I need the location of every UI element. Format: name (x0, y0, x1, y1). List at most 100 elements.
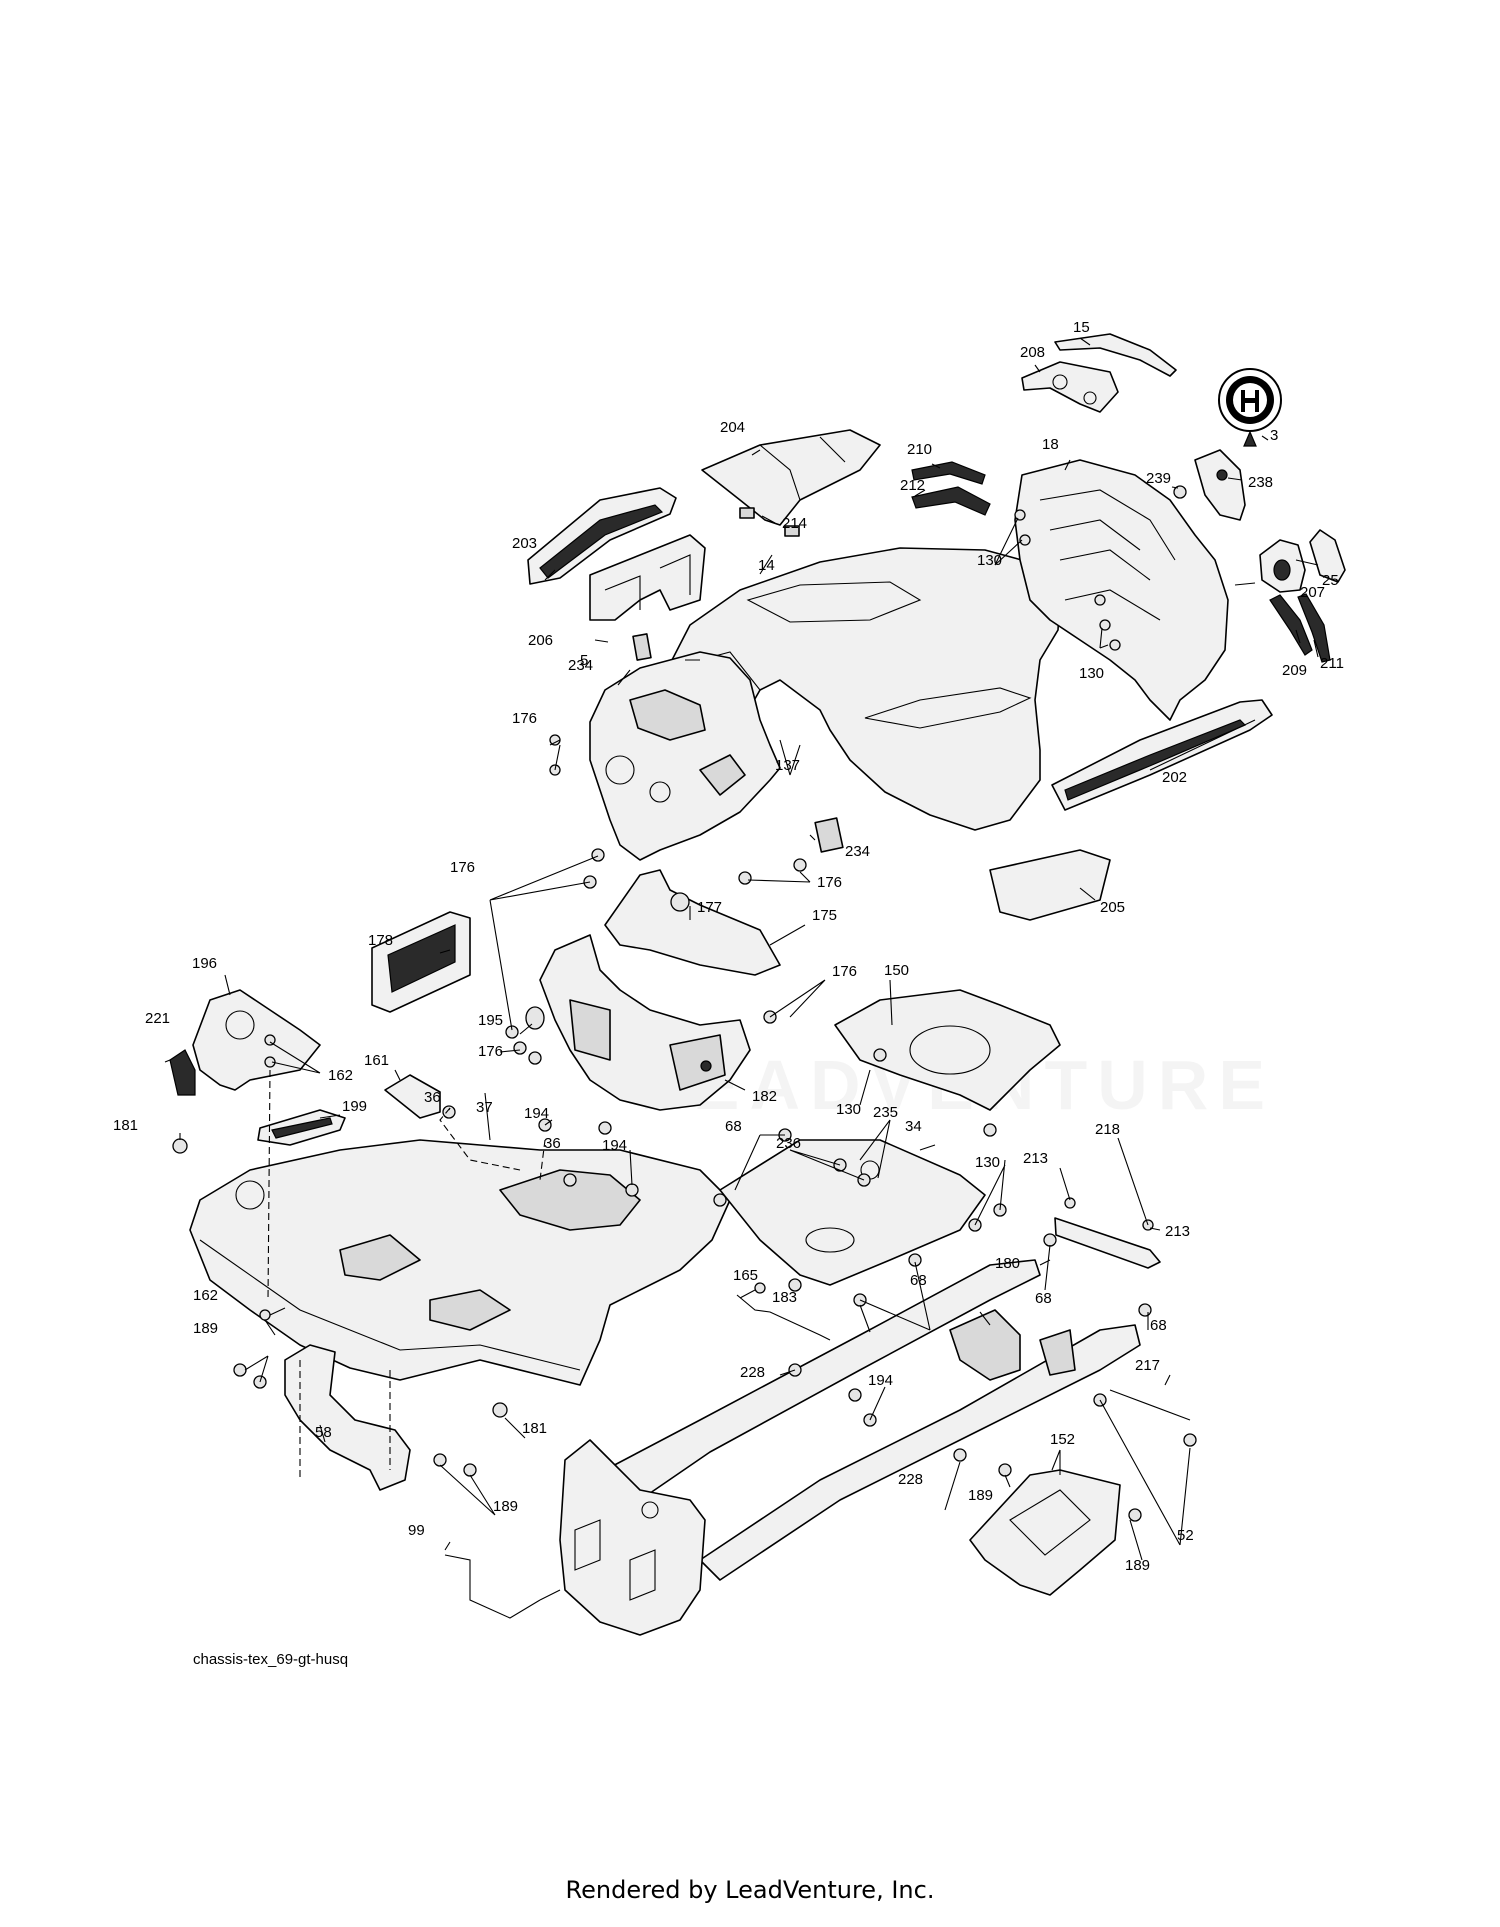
callout-label: 194 (602, 1137, 627, 1154)
part-37-fender (189, 1139, 731, 1386)
callout-label: 176 (817, 874, 842, 891)
part-161-bracket (384, 1074, 441, 1119)
callout-label: 228 (898, 1471, 923, 1488)
callout-label: 218 (1095, 1121, 1120, 1138)
part-205-panel (989, 849, 1111, 921)
callout-label: 206 (528, 632, 553, 649)
callout-label: 176 (832, 963, 857, 980)
callout-label: 25 (1322, 572, 1339, 589)
callout-label: 181 (113, 1117, 138, 1134)
callout-label: 130 (975, 1154, 1000, 1171)
callout-label: 3 (1270, 427, 1278, 444)
part-221-decal (169, 1049, 196, 1096)
callout-label: 161 (364, 1052, 389, 1069)
callout-label: 204 (720, 419, 745, 436)
callout-label: 178 (368, 932, 393, 949)
callout-label: 194 (524, 1105, 549, 1122)
callout-label: 195 (478, 1012, 503, 1029)
diagram-code: chassis-tex_69-gt-husq (193, 1651, 349, 1668)
callout-label: 208 (1020, 344, 1045, 361)
callout-label: 176 (512, 710, 537, 727)
callout-label: 130 (1079, 665, 1104, 682)
callout-label: 205 (1100, 899, 1125, 916)
emblem-husqvarna-logo (1218, 368, 1282, 447)
callout-label: 162 (193, 1287, 218, 1304)
callout-label: 236 (776, 1135, 801, 1152)
callout-label: 189 (968, 1487, 993, 1504)
part-212-grille (911, 486, 991, 516)
part-180-frame (604, 1259, 1041, 1501)
part-150-plate (834, 989, 1061, 1111)
callout-numbers: 15 208 3 204 210 18 239 238 212 214 130 … (113, 319, 1344, 1574)
callout-label: 211 (1320, 655, 1344, 672)
part-58-bracket (284, 1344, 411, 1491)
part-239-washer (1173, 485, 1187, 499)
callout-label: 177 (697, 899, 722, 916)
callout-label: 189 (193, 1320, 218, 1337)
callout-label: 213 (1165, 1223, 1190, 1240)
callout-label: 182 (752, 1088, 777, 1105)
callout-label: 210 (907, 441, 932, 458)
callout-label: 162 (328, 1067, 353, 1084)
part-206-bracket (589, 534, 706, 621)
part-18-panel (1014, 459, 1229, 721)
callout-label: 99 (408, 1522, 425, 1539)
callout-label: 235 (873, 1104, 898, 1121)
part-99-rod (444, 1554, 541, 1619)
callout-label: 239 (1146, 470, 1171, 487)
callout-label: 175 (812, 907, 837, 924)
callout-label: 68 (1035, 1290, 1052, 1307)
callout-label: 68 (910, 1272, 927, 1289)
callout-label: 217 (1135, 1357, 1160, 1374)
callout-label: 180 (995, 1255, 1020, 1272)
callout-label: 5 (580, 652, 588, 669)
callout-label: 36 (544, 1135, 561, 1152)
callout-label: 34 (905, 1118, 922, 1135)
callout-label: 137 (775, 757, 800, 774)
callout-label: 221 (145, 1010, 170, 1027)
part-15-trim (1054, 333, 1177, 377)
part-217-rod (1109, 1389, 1191, 1421)
part-195-knob (525, 1006, 545, 1030)
callout-label: 212 (900, 477, 925, 494)
part-209-grille (1269, 594, 1313, 656)
callout-label: 202 (1162, 769, 1187, 786)
callout-label: 176 (478, 1043, 503, 1060)
part-211-grille (1297, 593, 1331, 663)
part-218-bar (1054, 1217, 1161, 1269)
part-238-lens (1194, 449, 1246, 521)
callout-label: 52 (1177, 1527, 1194, 1544)
callout-label: 58 (315, 1424, 332, 1441)
callout-label: 199 (342, 1098, 367, 1115)
callout-label: 152 (1050, 1431, 1075, 1448)
callout-label: 189 (493, 1498, 518, 1515)
callout-label: 203 (512, 535, 537, 552)
callout-label: 150 (884, 962, 909, 979)
callout-label: 165 (733, 1267, 758, 1284)
callout-label: 130 (977, 552, 1002, 569)
callout-label: 14 (758, 557, 775, 574)
callout-label: 68 (725, 1118, 742, 1135)
callout-label: 194 (868, 1372, 893, 1389)
callout-label: 68 (1150, 1317, 1167, 1334)
part-25-cover (1309, 529, 1346, 583)
callout-label: 214 (782, 515, 807, 532)
part-175-plate (604, 869, 781, 976)
callout-label: 228 (740, 1364, 765, 1381)
part-34-plate (719, 1139, 986, 1286)
callout-label: 183 (772, 1289, 797, 1306)
callout-label: 189 (1125, 1557, 1150, 1574)
callout-label: 37 (476, 1099, 493, 1116)
part-208-bracket (1021, 361, 1119, 413)
callout-label: 15 (1073, 319, 1090, 336)
callout-label: 209 (1282, 662, 1307, 679)
callout-label: 238 (1248, 474, 1273, 491)
part-214-clip (739, 507, 755, 519)
callout-label: 181 (522, 1420, 547, 1437)
part-196-panel (192, 989, 321, 1091)
callout-label: 36 (424, 1089, 441, 1106)
part-204-cover (701, 429, 881, 526)
callout-label: 213 (1023, 1150, 1048, 1167)
callout-label: 234 (568, 657, 593, 674)
